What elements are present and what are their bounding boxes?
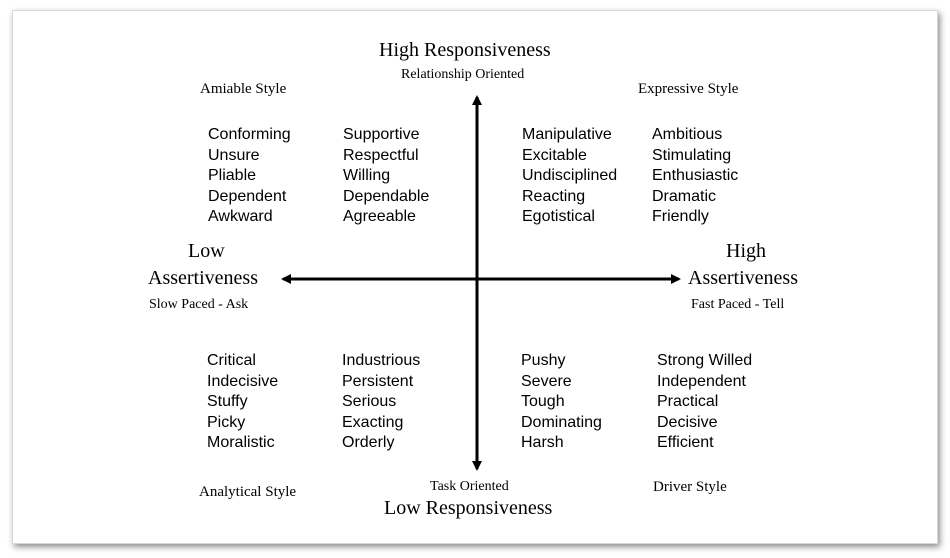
trait: Ambitious	[652, 126, 723, 143]
trait: Practical	[657, 393, 719, 410]
right-axis-title-line2: Assertiveness	[688, 267, 798, 289]
trait: Industrious	[342, 352, 421, 369]
trait: Orderly	[342, 434, 395, 451]
expressive-traits-col1: Manipulative Excitable Undisciplined Rea…	[522, 125, 617, 228]
trait: Manipulative	[522, 126, 612, 143]
trait: Dependable	[343, 187, 430, 205]
trait: Pushy	[521, 352, 566, 369]
trait: Conforming	[208, 126, 291, 143]
trait: Persistent	[342, 372, 414, 390]
trait: Supportive	[343, 126, 420, 143]
trait: Undisciplined	[522, 167, 618, 184]
diagram-frame: High Responsiveness Relationship Oriente…	[12, 10, 938, 544]
trait: Picky	[207, 413, 246, 431]
amiable-style-label: Amiable Style	[200, 81, 287, 97]
analytical-traits-col2: Industrious Persistent Serious Exacting …	[342, 351, 420, 454]
trait: Indecisive	[207, 372, 279, 390]
trait: Independent	[657, 372, 746, 390]
expressive-style-label: Expressive Style	[638, 81, 739, 97]
trait: Agreeable	[343, 208, 416, 225]
trait: Excitable	[522, 146, 587, 164]
right-axis-subtitle: Fast Paced - Tell	[691, 297, 785, 312]
trait: Stimulating	[652, 146, 732, 164]
left-axis-subtitle: Slow Paced - Ask	[149, 297, 249, 312]
trait: Critical	[207, 352, 256, 369]
right-axis-title-line1: High	[726, 240, 766, 262]
left-axis-title-line1: Low	[188, 240, 225, 262]
trait: Harsh	[521, 434, 564, 451]
driver-style-label: Driver Style	[653, 479, 727, 495]
trait: Dependent	[208, 187, 287, 205]
trait: Enthusiastic	[652, 167, 739, 184]
trait: Pliable	[208, 167, 257, 184]
analytical-style-label: Analytical Style	[199, 484, 297, 500]
trait: Strong Willed	[657, 352, 753, 369]
bottom-axis-subtitle: Task Oriented	[430, 479, 509, 494]
trait: Willing	[343, 167, 391, 184]
trait: Egotistical	[522, 208, 595, 225]
amiable-traits-col2: Supportive Respectful Willing Dependable…	[343, 125, 429, 228]
top-axis-title: High Responsiveness	[379, 39, 551, 61]
trait: Awkward	[208, 208, 273, 225]
trait: Friendly	[652, 208, 709, 225]
expressive-traits-col2: Ambitious Stimulating Enthusiastic Drama…	[652, 125, 738, 228]
left-axis-title-line2: Assertiveness	[148, 267, 258, 289]
top-axis-subtitle: Relationship Oriented	[401, 67, 525, 82]
driver-traits-col2: Strong Willed Independent Practical Deci…	[657, 351, 752, 454]
analytical-traits-col1: Critical Indecisive Stuffy Picky Moralis…	[207, 351, 278, 454]
trait: Dramatic	[652, 187, 717, 205]
trait: Stuffy	[207, 393, 248, 410]
trait: Unsure	[208, 146, 260, 164]
trait: Tough	[521, 393, 565, 410]
trait: Moralistic	[207, 434, 275, 451]
trait: Dominating	[521, 413, 602, 431]
trait: Efficient	[657, 434, 714, 451]
trait: Exacting	[342, 413, 404, 431]
trait: Respectful	[343, 146, 419, 164]
trait: Decisive	[657, 413, 718, 431]
bottom-axis-title: Low Responsiveness	[384, 497, 553, 519]
amiable-traits-col1: Conforming Unsure Pliable Dependent Awkw…	[208, 125, 291, 228]
driver-traits-col1: Pushy Severe Tough Dominating Harsh	[521, 351, 602, 454]
axes	[281, 95, 681, 471]
trait: Severe	[521, 372, 572, 390]
trait: Serious	[342, 393, 397, 410]
trait: Reacting	[522, 187, 586, 205]
